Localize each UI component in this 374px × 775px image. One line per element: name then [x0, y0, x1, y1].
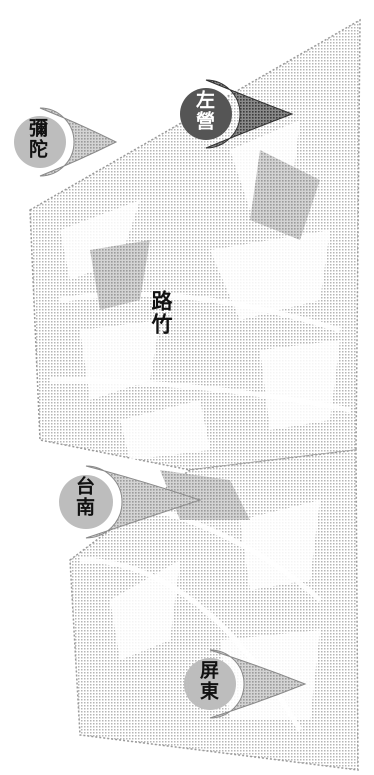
pin-label-tainan[interactable]: 台南: [73, 476, 95, 518]
pin-label-pingtung[interactable]: 屏東: [197, 660, 219, 702]
pin-label-mituo[interactable]: 彌陀: [26, 118, 48, 160]
pin-label-zuoying[interactable]: 左營: [193, 90, 215, 132]
map-pin-mituo[interactable]: [14, 107, 118, 177]
map-pin-pingtung[interactable]: [184, 649, 307, 719]
map-pin-tainan[interactable]: [59, 465, 202, 539]
map-pin-zuoying[interactable]: [180, 79, 294, 149]
map-shaded-regions: [90, 150, 320, 520]
area-label-luzhu: 路竹: [149, 290, 173, 336]
